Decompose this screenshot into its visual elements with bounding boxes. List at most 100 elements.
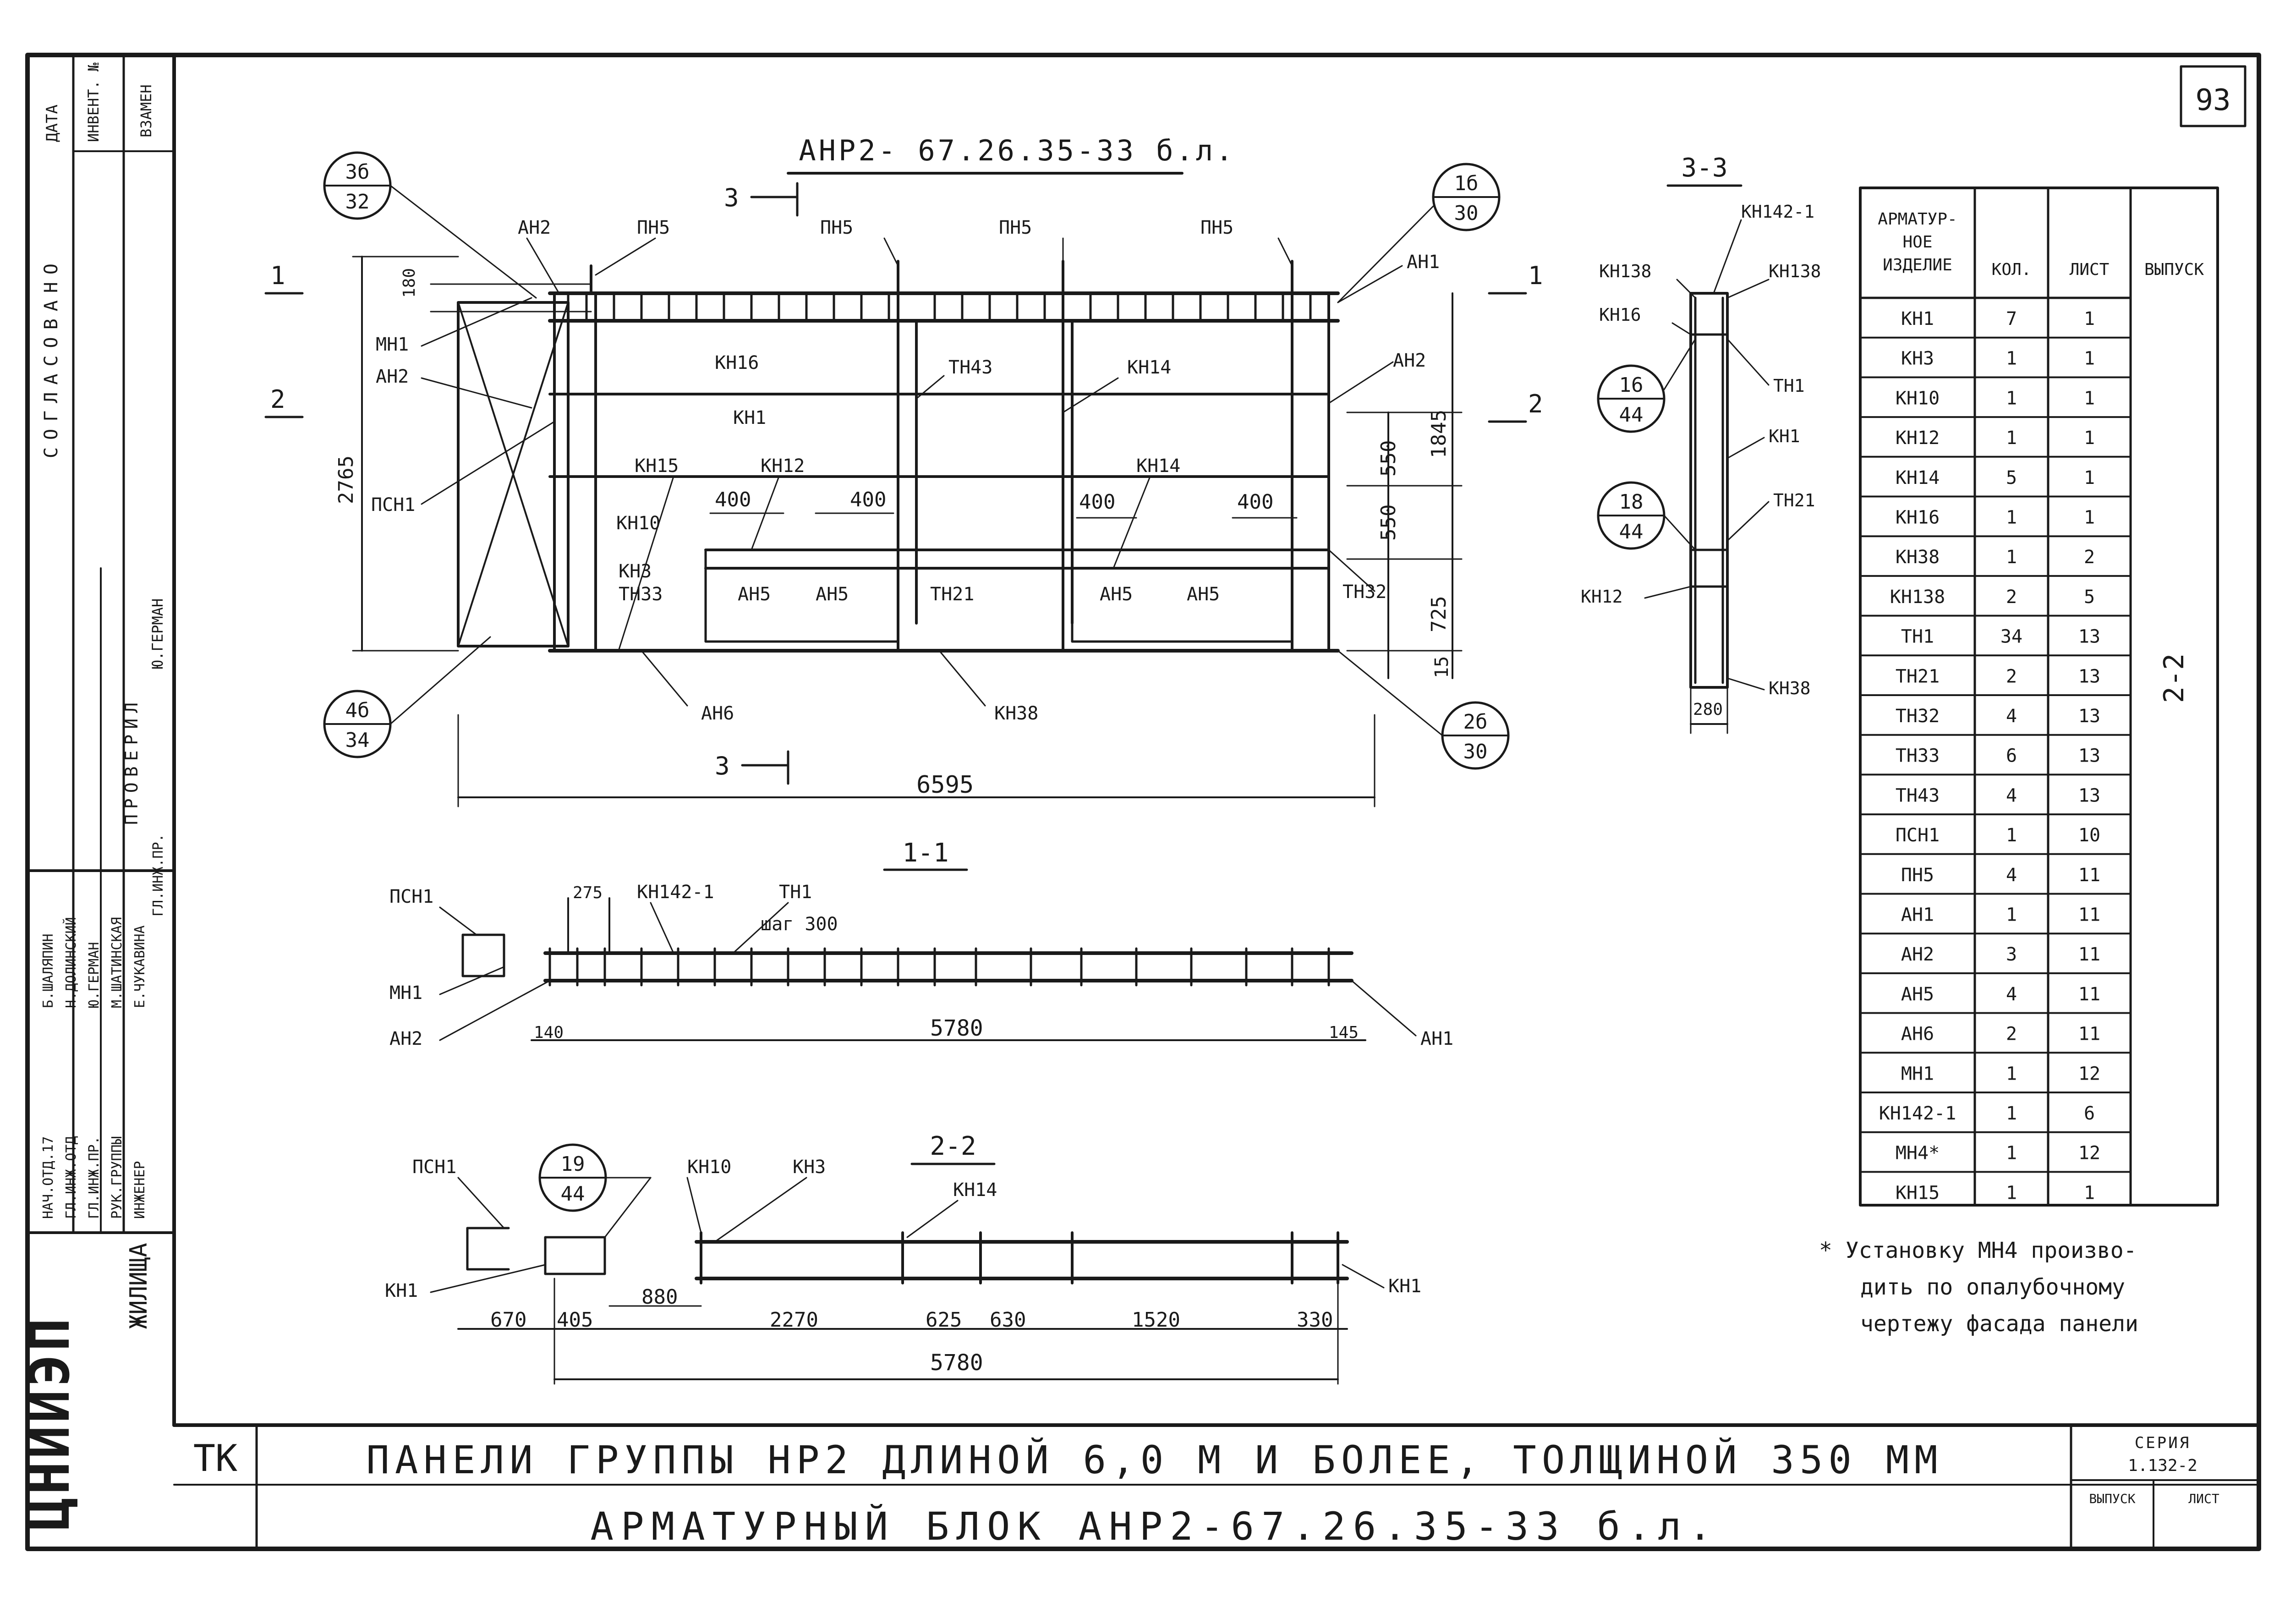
s22-dim-405: 405 bbox=[557, 1308, 593, 1332]
note-line-2: дить по опалубочному bbox=[1860, 1274, 2125, 1300]
label-kn16: КН16 bbox=[715, 352, 759, 373]
s33-label-kn16: КН16 bbox=[1599, 305, 1641, 325]
table-cell-qty: 1 bbox=[2006, 507, 2017, 528]
s33-label-kn12: КН12 bbox=[1581, 587, 1623, 607]
table-cell-item: АН2 bbox=[1901, 944, 1934, 965]
label-an2-top: АН2 bbox=[518, 217, 551, 238]
s33-label-tn1: ТН1 bbox=[1773, 376, 1805, 396]
table-cell-item: КН15 bbox=[1896, 1182, 1940, 1203]
table-cell-sheet: 6 bbox=[2084, 1103, 2095, 1124]
stamp-role-gl: ГЛ.ИНЖ.ПР. bbox=[150, 834, 166, 916]
svg-text:30: 30 bbox=[1454, 202, 1479, 225]
main-view: АНР2- 67.26.35-33 б.л. bbox=[264, 134, 1543, 807]
title-block: ТК ПАНЕЛИ ГРУППЫ НР2 ДЛИНОЙ 6,0 М И БОЛЕ… bbox=[172, 1423, 2261, 1550]
table-cell-sheet: 13 bbox=[2078, 746, 2100, 767]
label-kn14-mid: КН14 bbox=[1136, 455, 1180, 477]
label-tn43: ТН43 bbox=[948, 357, 992, 378]
title-issue-label: ВЫПУСК bbox=[2089, 1491, 2135, 1506]
table-header-qty: КОЛ. bbox=[1992, 260, 2032, 279]
stamp-replace-label: ВЗАМЕН bbox=[137, 84, 155, 137]
callout-18-44: 18 44 bbox=[1597, 481, 1696, 551]
stamp-left-strip: СОГЛАСОВАНО ДАТА ИНВЕНТ. № ВЗАМЕН ПРОВЕР… bbox=[18, 62, 166, 1531]
s11-label-tn1: ТН1 bbox=[779, 882, 812, 903]
table-cell-sheet: 1 bbox=[2084, 428, 2095, 449]
table-cell-sheet: 1 bbox=[2084, 308, 2095, 329]
table-cell-item: ТН32 bbox=[1896, 706, 1940, 727]
s33-label-kn38: КН38 bbox=[1769, 678, 1811, 698]
sheet-number: 93 bbox=[2195, 83, 2230, 117]
dim-725: 725 bbox=[1427, 596, 1451, 632]
section-1-1: 1-1 ПСН1 КН142-1 ТН1 шаг 300 МН1 АН2 АН1 bbox=[389, 838, 1453, 1049]
table-cell-item: ТН1 bbox=[1901, 626, 1934, 647]
s22-dim-330: 330 bbox=[1297, 1308, 1333, 1332]
sheet-number-box: 93 bbox=[2180, 65, 2247, 127]
s22-dim-1520: 1520 bbox=[1132, 1308, 1180, 1332]
s11-dim-140: 140 bbox=[534, 1023, 564, 1042]
table-cell-item: КН38 bbox=[1896, 547, 1940, 568]
s22-dim-625: 625 bbox=[926, 1308, 962, 1332]
section-3-3: 3-3 280 КН142-1 КН138 КН138 КН16 ТН1 КН1… bbox=[1581, 153, 1821, 734]
label-tn33: ТН33 bbox=[619, 584, 663, 605]
dim-1845: 1845 bbox=[1427, 410, 1451, 458]
table-header-sheet: ЛИСТ bbox=[2070, 260, 2110, 279]
svg-text:2: 2 bbox=[270, 385, 285, 414]
label-kn12: КН12 bbox=[761, 455, 805, 477]
table-header-item-1: АРМАТУР- bbox=[1878, 210, 1957, 229]
table-cell-qty: 6 bbox=[2006, 746, 2017, 767]
s33-label-kn142: КН142-1 bbox=[1741, 202, 1814, 222]
label-tn21: ТН21 bbox=[930, 584, 974, 605]
table-cell-qty: 1 bbox=[2006, 388, 2017, 409]
table-cell-sheet: 11 bbox=[2078, 944, 2100, 965]
svg-text:44: 44 bbox=[1619, 520, 1644, 543]
table-cell-item: АН5 bbox=[1901, 984, 1934, 1005]
dim-400-c: 400 bbox=[1079, 490, 1115, 514]
table-cell-sheet: 12 bbox=[2078, 1063, 2100, 1084]
table-cell-item: ТН43 bbox=[1896, 785, 1940, 806]
svg-text:3: 3 bbox=[724, 183, 739, 212]
table-cell-sheet: 2 bbox=[2084, 547, 2095, 568]
table-cell-sheet: 11 bbox=[2078, 904, 2100, 925]
table-cell-sheet: 1 bbox=[2084, 1182, 2095, 1203]
dim-400-a: 400 bbox=[715, 488, 751, 511]
table-cell-qty: 4 bbox=[2006, 865, 2017, 886]
table-cell-qty: 4 bbox=[2006, 785, 2017, 806]
table-cell-qty: 1 bbox=[2006, 348, 2017, 369]
label-pn5-3: ПН5 bbox=[999, 217, 1032, 238]
s11-label-an1: АН1 bbox=[1420, 1028, 1453, 1049]
stamp-role-4: РУК.ГРУППЫ bbox=[109, 1136, 125, 1219]
table-cell-item: КН142-1 bbox=[1879, 1103, 1956, 1124]
table-cell-qty: 2 bbox=[2006, 587, 2017, 608]
table-cell-item: КН1 bbox=[1901, 308, 1934, 329]
s11-dim-5780: 5780 bbox=[930, 1015, 983, 1041]
title-series-value: 1.132-2 bbox=[2128, 1456, 2197, 1475]
dim-2765: 2765 bbox=[334, 455, 358, 504]
s11-label-mn1: МН1 bbox=[389, 982, 422, 1004]
table-cell-sheet: 10 bbox=[2078, 825, 2100, 846]
svg-text:2б: 2б bbox=[1463, 710, 1488, 734]
svg-text:19: 19 bbox=[561, 1152, 585, 1176]
table-cell-item: МН1 bbox=[1901, 1063, 1934, 1084]
table-issue-value: 2-2 bbox=[2158, 653, 2190, 703]
note-line-1: * Установку МН4 произво- bbox=[1819, 1238, 2137, 1263]
section-3-3-title: 3-3 bbox=[1681, 153, 1727, 183]
s11-dim-145: 145 bbox=[1329, 1023, 1359, 1042]
table-cell-qty: 4 bbox=[2006, 706, 2017, 727]
table-cell-qty: 1 bbox=[2006, 1063, 2017, 1084]
stamp-role-5: ИНЖЕНЕР bbox=[132, 1161, 148, 1219]
callout-2b-30: 2б 30 bbox=[1337, 650, 1510, 770]
table-cell-sheet: 13 bbox=[2078, 706, 2100, 727]
label-an5-2: АН5 bbox=[816, 584, 849, 605]
table-cell-item: КН12 bbox=[1896, 428, 1940, 449]
label-kn1: КН1 bbox=[733, 407, 766, 428]
s22-dim-2270: 2270 bbox=[770, 1308, 818, 1332]
label-psn1: ПСН1 bbox=[371, 494, 415, 516]
title-series-label: СЕРИЯ bbox=[2135, 1434, 2191, 1452]
table-cell-item: ПН5 bbox=[1901, 865, 1934, 886]
s22-label-psn1: ПСН1 bbox=[412, 1157, 456, 1178]
table-cell-qty: 2 bbox=[2006, 1024, 2017, 1045]
stamp-org-sub: ЖИЛИЩА bbox=[125, 1243, 153, 1329]
table-cell-sheet: 5 bbox=[2084, 587, 2095, 608]
table-cell-qty: 7 bbox=[2006, 308, 2017, 329]
s11-label-kn142: КН142-1 bbox=[637, 882, 714, 903]
